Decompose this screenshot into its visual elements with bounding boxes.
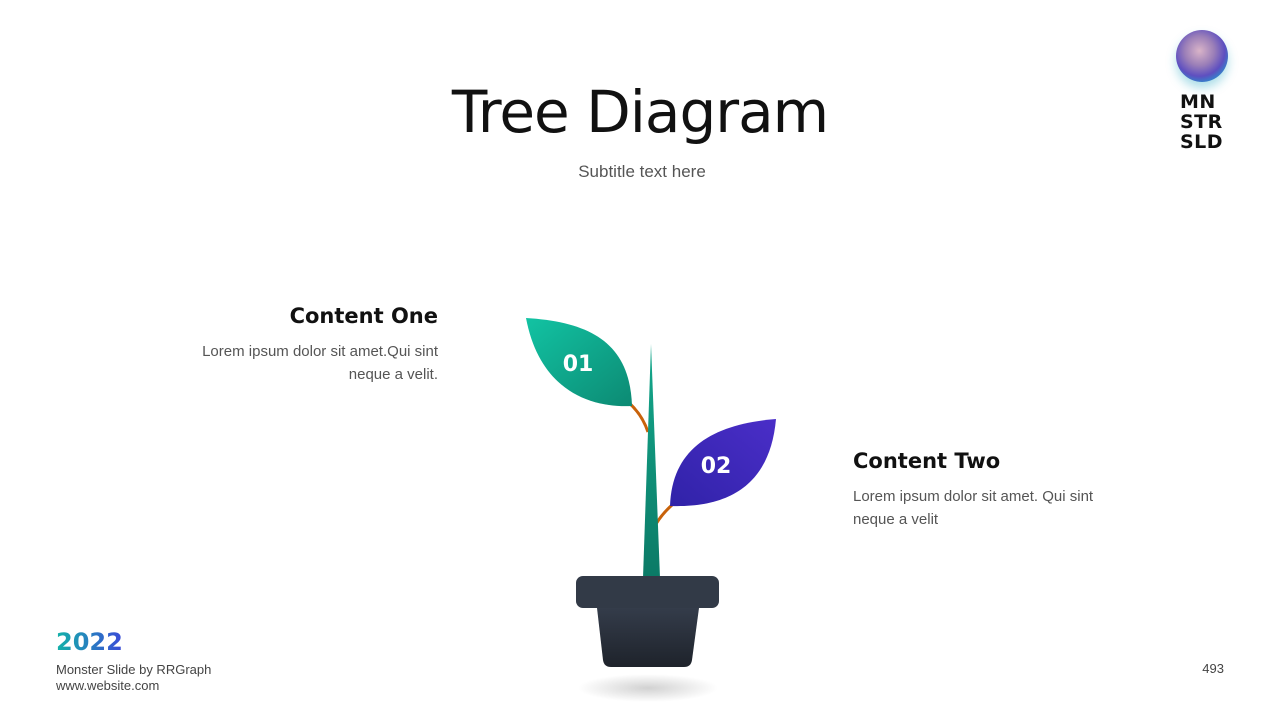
leaf-two-number: 02 xyxy=(701,454,732,479)
leaf-two-icon xyxy=(670,419,776,507)
pot-shadow xyxy=(578,674,718,702)
footer-credit: Monster Slide by RRGraph xyxy=(56,662,212,677)
brand-logo: MN STR SLD xyxy=(1176,30,1232,152)
logo-orb-icon xyxy=(1176,30,1228,82)
content-one-block: Content One Lorem ipsum dolor sit amet.Q… xyxy=(170,304,438,386)
content-two-body: Lorem ipsum dolor sit amet. Qui sint neq… xyxy=(853,488,1094,528)
footer-website: www.website.com xyxy=(56,678,160,693)
leaf-one-number: 01 xyxy=(563,352,594,377)
page-number: 493 xyxy=(1202,661,1224,676)
plant-diagram: 01 02 xyxy=(526,318,776,702)
pot-body xyxy=(597,608,699,667)
content-one-heading: Content One xyxy=(289,304,438,328)
logo-text: MN STR SLD xyxy=(1180,91,1224,153)
footer-year: 2022 xyxy=(56,628,123,656)
leaf-one-icon xyxy=(526,318,632,407)
slide-title: Tree Diagram xyxy=(451,78,829,146)
pot-rim xyxy=(576,576,719,608)
content-two-heading: Content Two xyxy=(853,449,1001,473)
content-one-body: Lorem ipsum dolor sit amet.Qui sint nequ… xyxy=(202,343,438,383)
content-two-block: Content Two Lorem ipsum dolor sit amet. … xyxy=(853,449,1133,531)
slide-subtitle: Subtitle text here xyxy=(578,162,706,181)
branch-two xyxy=(654,503,674,525)
branch-one xyxy=(627,400,650,433)
plant-stem xyxy=(643,344,660,578)
